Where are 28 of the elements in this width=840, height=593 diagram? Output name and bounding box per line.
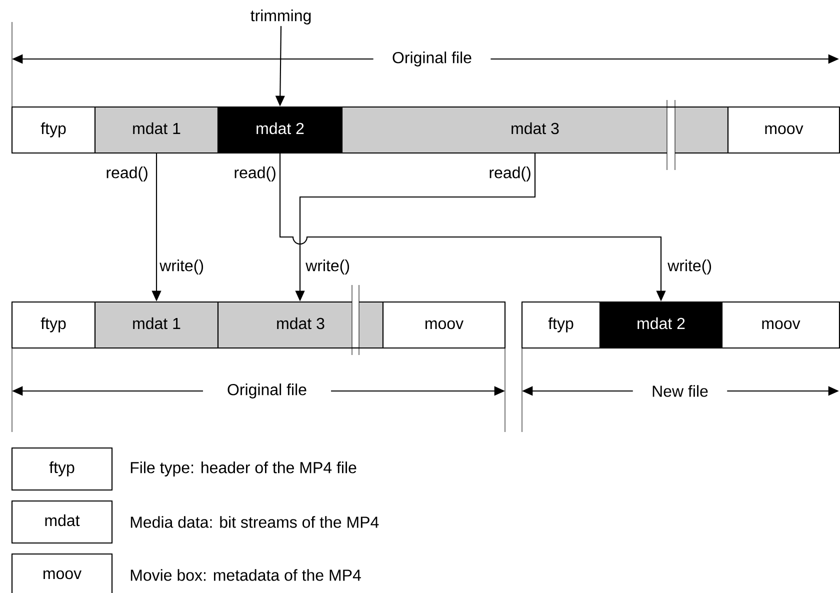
call-label: read() (106, 166, 148, 182)
legend-text: Media data: bit streams of the MP4 (130, 516, 379, 528)
dimension-label: Original file (373, 47, 491, 71)
file-box: mdat 3 (217, 301, 384, 349)
file-box: mdat 3 (341, 106, 729, 154)
file-box: moov (382, 301, 506, 349)
file-box: mdat 1 (94, 106, 219, 154)
legend-text: File type: header of the MP4 file (130, 462, 356, 476)
file-box: moov (11, 553, 113, 593)
file-box: mdat (11, 500, 113, 544)
file-box: moov (727, 106, 840, 154)
legend-text: Movie box: metadata of the MP4 (130, 569, 361, 581)
file-box: ftyp (521, 301, 601, 349)
annotation-text: trimming (250, 10, 311, 24)
file-box: ftyp (11, 106, 96, 154)
call-label: read() (490, 166, 530, 182)
dimension-label: Original file (203, 379, 332, 403)
call-label: write() (306, 260, 350, 274)
call-label: read() (234, 166, 276, 182)
file-box: mdat 1 (94, 301, 219, 349)
file-box: mdat 2 (217, 106, 343, 154)
file-box: moov (721, 301, 840, 349)
file-box: mdat 2 (599, 301, 723, 349)
file-box: ftyp (11, 447, 113, 491)
file-box: ftyp (11, 301, 96, 349)
dimension-label: New file (632, 380, 728, 402)
call-label: write() (668, 260, 712, 274)
call-label: write() (160, 260, 204, 274)
